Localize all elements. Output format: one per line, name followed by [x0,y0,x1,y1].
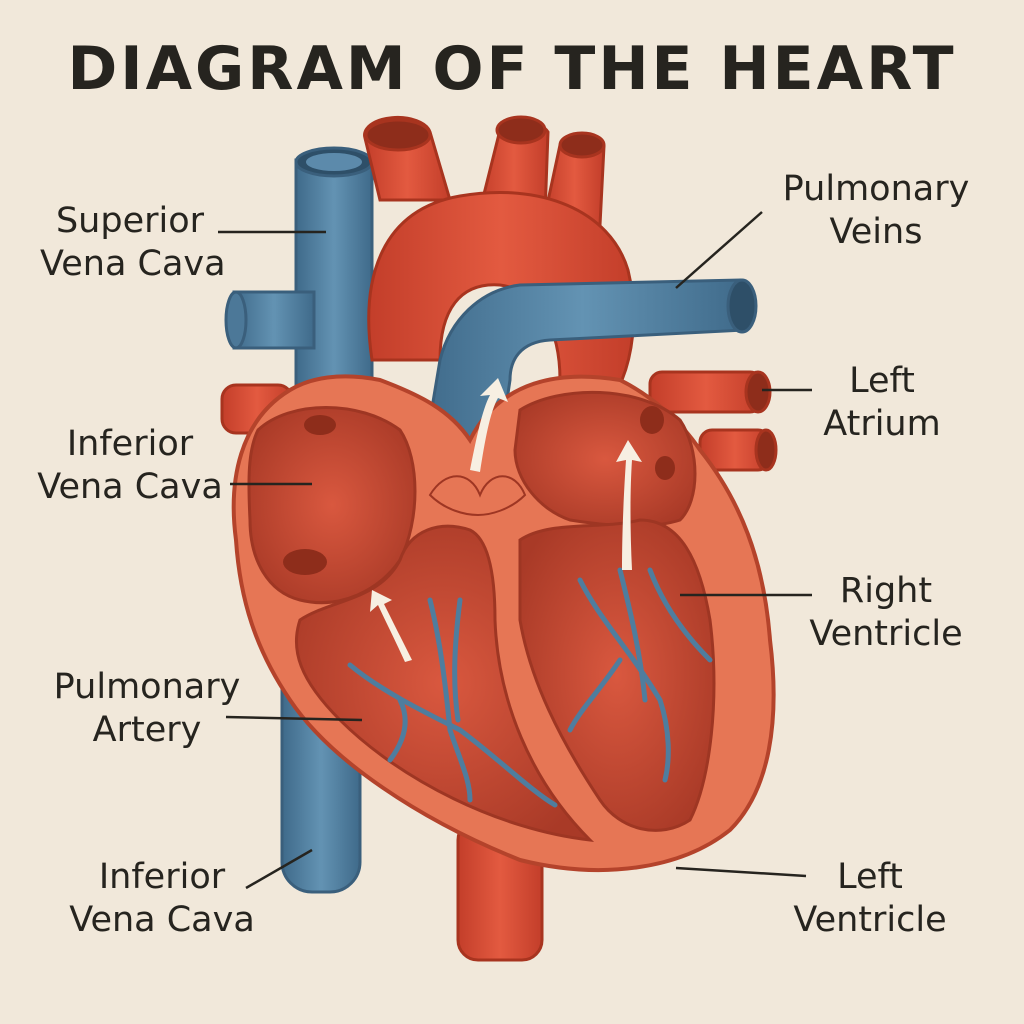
label-right-ventricle: Right Ventricle [809,571,963,654]
label-inferior-vena-cava-upper: Inferior Vena Cava [37,424,223,507]
label-superior-vena-cava: Superior Vena Cava [40,201,226,284]
label-leader-lines [218,211,812,890]
chordae-tendineae [347,567,713,808]
blood-flow-arrows [370,378,642,662]
left-atrium-vessels [648,370,778,472]
label-pulmonary-veins: Pulmonary Veins [782,169,970,252]
label-left-ventricle: Left Ventricle [793,857,947,940]
label-left-atrium: Left Atrium [823,361,941,444]
label-pulmonary-artery: Pulmonary Artery [53,667,241,750]
diagram-title: DIAGRAM OF THE HEART [67,34,957,104]
label-inferior-vena-cava-lower: Inferior Vena Cava [69,857,255,940]
